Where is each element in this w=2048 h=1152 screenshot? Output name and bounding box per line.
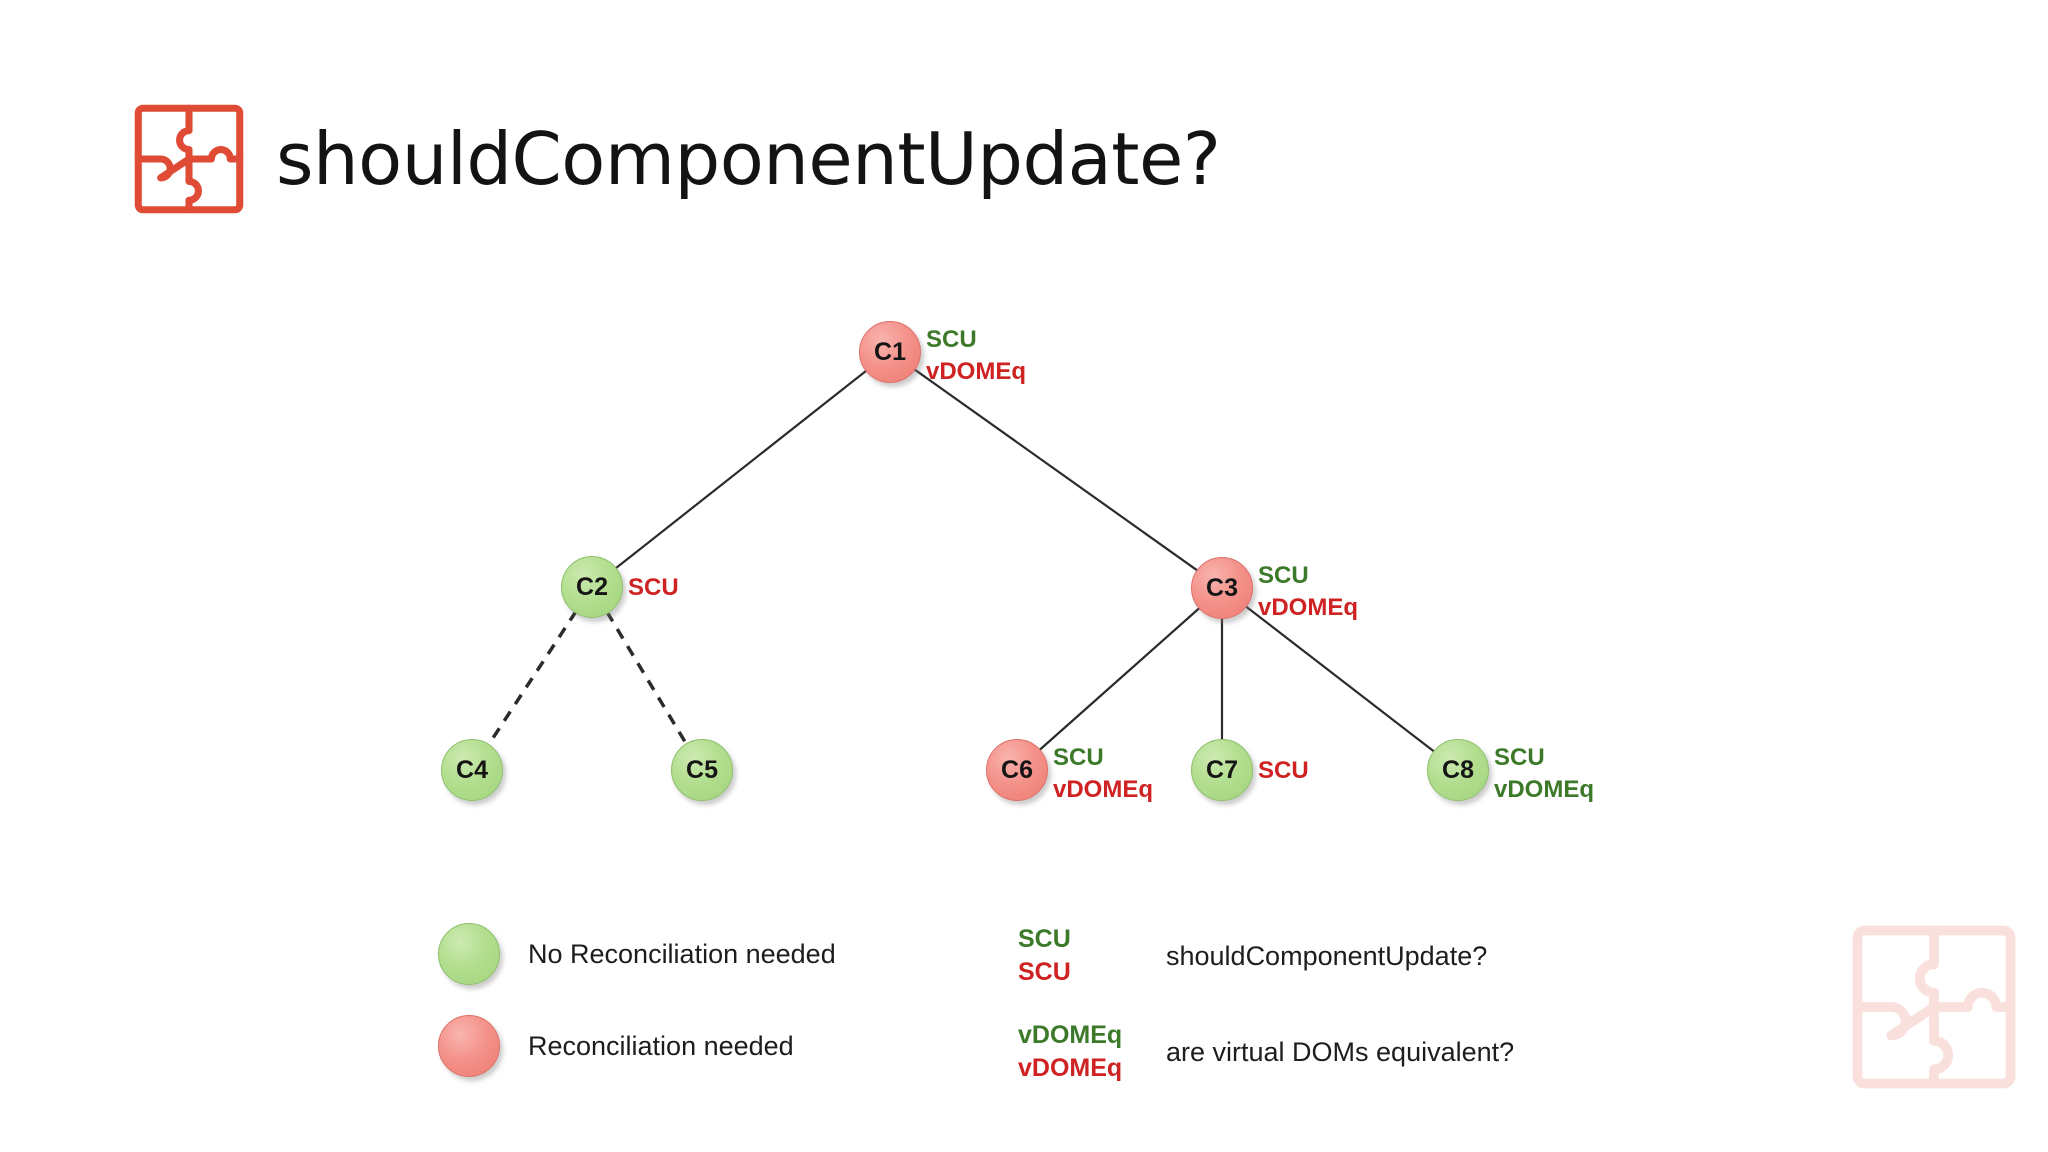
legend-swatch-red — [438, 1015, 500, 1077]
legend-term-vdomeq-red: vDOMEq — [1018, 1054, 1123, 1082]
tree-node-label: C2 — [576, 572, 608, 601]
tree-node-label: C8 — [1442, 755, 1474, 784]
legend-item: Reconciliation needed — [438, 1000, 836, 1092]
tree-node-label: C6 — [1001, 755, 1033, 784]
annotation-vdomeq: vDOMEq — [926, 357, 1027, 385]
annotation-scu: SCU — [1258, 562, 1309, 589]
tree-node-label: C4 — [456, 755, 488, 784]
legend-swatch-green — [438, 923, 500, 985]
tree-node-c5[interactable]: C5 — [671, 739, 733, 801]
legend-label-reconciliation: Reconciliation needed — [528, 1030, 794, 1061]
tree-node-annotation-c7: SCU — [1258, 755, 1309, 787]
tree-node-label: C1 — [874, 337, 906, 366]
annotation-scu: SCU — [926, 326, 977, 353]
puzzle-watermark-icon — [1852, 925, 2016, 1089]
puzzle-icon — [134, 104, 244, 214]
annotation-scu: SCU — [1053, 744, 1104, 771]
tree-node-c4[interactable]: C4 — [441, 739, 503, 801]
legend-term-vdomeq-description: are virtual DOMs equivalent? — [1166, 1036, 1515, 1067]
tree-edge-c1-c3 — [912, 367, 1200, 573]
legend-term-scu-description: shouldComponentUpdate? — [1166, 940, 1488, 971]
legend-term-scu-green: SCU — [1018, 924, 1071, 953]
tree-node-c7[interactable]: C7 — [1191, 739, 1253, 801]
legend-term-vdomeq-green: vDOMEq — [1018, 1020, 1123, 1049]
page-title: shouldComponentUpdate? — [276, 117, 1221, 201]
tree-edge-c1-c2 — [614, 369, 868, 570]
legend-item: No Reconciliation needed — [438, 908, 836, 1000]
legend-terms: SCU SCU shouldComponentUpdate? vDOMEq vD… — [1018, 908, 1514, 1100]
annotation-scu: SCU — [628, 574, 679, 601]
legend-term-key-vdomeq: vDOMEq vDOMEq — [1018, 1019, 1136, 1086]
legend-term-scu: SCU SCU shouldComponentUpdate? — [1018, 908, 1514, 1004]
tree-edge-c2-c4 — [486, 610, 578, 747]
legend-label-no-reconciliation: No Reconciliation needed — [528, 938, 836, 969]
tree-node-label: C5 — [686, 755, 718, 784]
tree-node-c3[interactable]: C3 — [1191, 557, 1253, 619]
tree-edge-c3-c6 — [1037, 606, 1202, 752]
tree-node-annotation-c2: SCU — [628, 572, 679, 604]
legend-node-states: No Reconciliation needed Reconciliation … — [438, 908, 836, 1092]
tree-node-annotation-c3: SCU vDOMEq — [1258, 560, 1358, 623]
annotation-scu: SCU — [1494, 744, 1545, 771]
tree-edge-c3-c8 — [1244, 604, 1436, 754]
annotation-vdomeq: vDOMEq — [1053, 775, 1154, 803]
legend-term-vdomeq: vDOMEq vDOMEq are virtual DOMs equivalen… — [1018, 1004, 1514, 1100]
annotation-scu: SCU — [1258, 757, 1309, 784]
tree-node-annotation-c6: SCU vDOMEq — [1053, 742, 1153, 805]
annotation-vdomeq: vDOMEq — [1258, 593, 1359, 621]
tree-node-annotation-c8: SCU vDOMEq — [1494, 742, 1594, 805]
tree-node-c8[interactable]: C8 — [1427, 739, 1489, 801]
annotation-vdomeq: vDOMEq — [1494, 775, 1595, 803]
tree-node-c1[interactable]: C1 — [859, 321, 921, 383]
tree-node-label: C3 — [1206, 573, 1238, 602]
tree-node-c6[interactable]: C6 — [986, 739, 1048, 801]
tree-node-label: C7 — [1206, 755, 1238, 784]
legend-term-key-scu: SCU SCU — [1018, 923, 1136, 990]
tree-edge-c2-c5 — [605, 610, 689, 747]
tree-node-annotation-c1: SCU vDOMEq — [926, 324, 1026, 387]
legend-term-scu-red: SCU — [1018, 958, 1071, 986]
tree-node-c2[interactable]: C2 — [561, 556, 623, 618]
slide-header: shouldComponentUpdate? — [130, 100, 1221, 218]
